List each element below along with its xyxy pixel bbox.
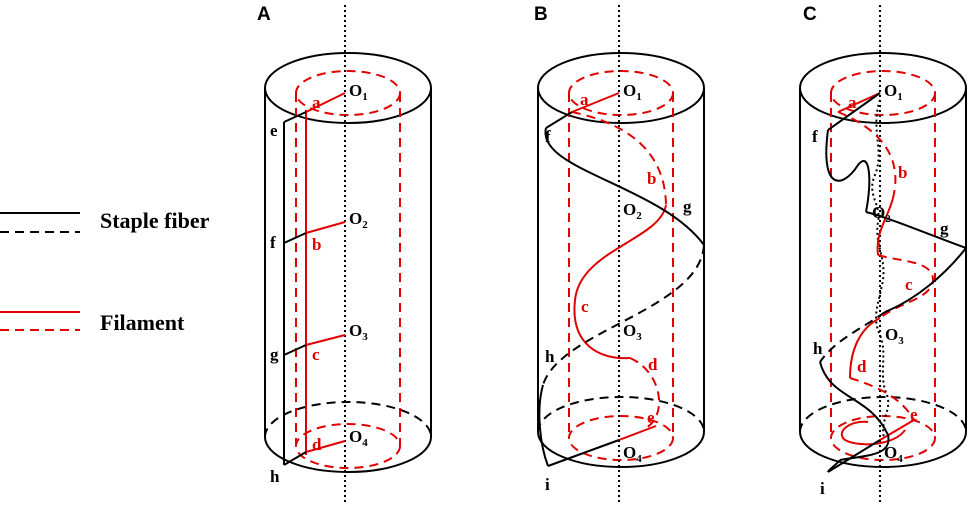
panel-a-label-o2: O2 bbox=[349, 209, 368, 231]
panel-b-label-c: c bbox=[581, 297, 589, 316]
panel-b-bottom-front-arc bbox=[537, 431, 705, 468]
panel-b: B O1 O2 O3 O4 a b c d e f g h i bbox=[534, 4, 705, 505]
panel-b-filament-front bbox=[573, 204, 667, 360]
panel-c-staple-back bbox=[819, 311, 886, 363]
legend: Staple fiber Filament bbox=[0, 208, 210, 335]
panel-c-staple-4 bbox=[819, 361, 890, 461]
panel-a-stub-e bbox=[283, 111, 307, 123]
panel-b-staple-front-1 bbox=[544, 127, 705, 246]
panel-c-label-i: i bbox=[820, 479, 825, 498]
panel-c-filament-back-3 bbox=[849, 377, 915, 421]
panel-c-filament-front-1 bbox=[876, 197, 894, 256]
panel-b-radius-a bbox=[571, 92, 620, 113]
panel-c-label-o3: O3 bbox=[885, 325, 904, 347]
panel-b-filament-back-1 bbox=[571, 111, 667, 206]
panel-c: C O1 O2 O3 O4 a bbox=[799, 4, 967, 505]
panel-a-stub-g bbox=[283, 344, 307, 356]
panel-b-top-ellipse bbox=[537, 52, 705, 124]
panel-a-label-g: g bbox=[270, 345, 279, 364]
panel-b-filament-bottom-ring bbox=[568, 415, 674, 461]
panel-a-label-o3: O3 bbox=[349, 321, 368, 343]
panel-b-radius-i bbox=[547, 439, 620, 467]
panel-c-filament-bottom-ring bbox=[830, 415, 936, 461]
panel-a-radius-d bbox=[305, 440, 346, 453]
panel-a-label-c: c bbox=[312, 345, 320, 364]
panel-a-label-e: e bbox=[270, 121, 278, 140]
panel-c-radius-i bbox=[827, 439, 881, 473]
panel-a-radius-a bbox=[305, 92, 346, 113]
panel-a-label-d: d bbox=[312, 435, 322, 454]
panel-b-label-o3: O3 bbox=[623, 321, 642, 343]
panel-c-radius-a bbox=[837, 92, 881, 113]
panel-a-bottom-back-arc bbox=[264, 401, 432, 438]
panel-b-label-i: i bbox=[545, 475, 550, 494]
panel-b-label-g: g bbox=[683, 197, 692, 216]
panel-c-staple-2 bbox=[865, 211, 967, 249]
panel-b-bottom-back-arc bbox=[537, 396, 705, 433]
panel-a-radius-b bbox=[305, 221, 346, 234]
panel-a-stub-h bbox=[283, 451, 307, 466]
panel-c-filament-bottom-swirl bbox=[840, 420, 906, 446]
panel-a-label-a: a bbox=[312, 93, 321, 112]
panel-a-label-o1: O1 bbox=[349, 81, 368, 103]
panel-c-label-g: g bbox=[940, 219, 949, 238]
panel-c-top-ellipse bbox=[799, 52, 967, 124]
panel-b-letter: B bbox=[534, 4, 548, 25]
panel-a-label-f: f bbox=[270, 233, 276, 252]
panel-a-label-o4: O4 bbox=[349, 427, 368, 449]
panel-c-label-b: b bbox=[898, 163, 907, 182]
panel-c-stub-f bbox=[827, 92, 881, 131]
panel-b-label-o1: O1 bbox=[623, 81, 642, 103]
panel-c-label-o2: O2 bbox=[872, 203, 891, 225]
panel-a-label-b: b bbox=[312, 235, 321, 254]
panel-c-label-c: c bbox=[905, 275, 913, 294]
panel-b-filament-back-2 bbox=[629, 357, 660, 429]
panel-c-label-o4: O4 bbox=[884, 443, 903, 465]
panel-c-radius-e bbox=[879, 419, 915, 441]
panel-b-stub-f bbox=[545, 111, 573, 129]
panel-c-bottom-front-arc bbox=[799, 431, 967, 468]
panel-c-label-a: a bbox=[848, 93, 857, 112]
panel-a-radius-c bbox=[305, 334, 346, 346]
panel-c-label-h: h bbox=[813, 339, 823, 358]
panel-c-filament-front-2 bbox=[849, 317, 881, 379]
panel-b-label-h: h bbox=[545, 347, 555, 366]
panel-c-bottom-back-arc bbox=[799, 396, 967, 433]
panel-b-staple-back bbox=[542, 244, 705, 386]
panel-a-bottom-front-arc bbox=[264, 436, 432, 473]
panel-c-label-o1: O1 bbox=[884, 81, 903, 103]
panel-c-letter: C bbox=[803, 4, 817, 25]
panel-b-label-o4: O4 bbox=[623, 443, 642, 465]
panel-b-label-o2: O2 bbox=[623, 200, 642, 222]
panel-a: A O1 O2 O3 O4 a b c d bbox=[257, 4, 432, 505]
panel-b-label-f: f bbox=[545, 127, 551, 146]
panel-a-top-ellipse bbox=[264, 52, 432, 124]
legend-staple-label: Staple fiber bbox=[100, 208, 210, 233]
legend-filament-label: Filament bbox=[100, 310, 185, 335]
panel-a-label-h: h bbox=[270, 467, 280, 486]
panel-c-staple-3 bbox=[884, 247, 967, 313]
panel-c-filament-back-1 bbox=[837, 111, 897, 199]
panel-c-staple-1 bbox=[825, 129, 871, 213]
panel-b-staple-front-2 bbox=[538, 384, 549, 467]
panel-a-stub-f bbox=[283, 232, 307, 244]
panel-a-letter: A bbox=[257, 4, 271, 25]
panel-c-label-e: e bbox=[910, 405, 918, 424]
panel-b-label-e: e bbox=[647, 408, 655, 427]
panel-b-label-b: b bbox=[647, 169, 656, 188]
panel-b-radius-e bbox=[618, 425, 657, 441]
panel-b-label-d: d bbox=[648, 355, 658, 374]
panel-b-label-a: a bbox=[580, 90, 589, 109]
panel-c-label-f: f bbox=[812, 127, 818, 146]
panel-c-label-d: d bbox=[857, 357, 867, 376]
